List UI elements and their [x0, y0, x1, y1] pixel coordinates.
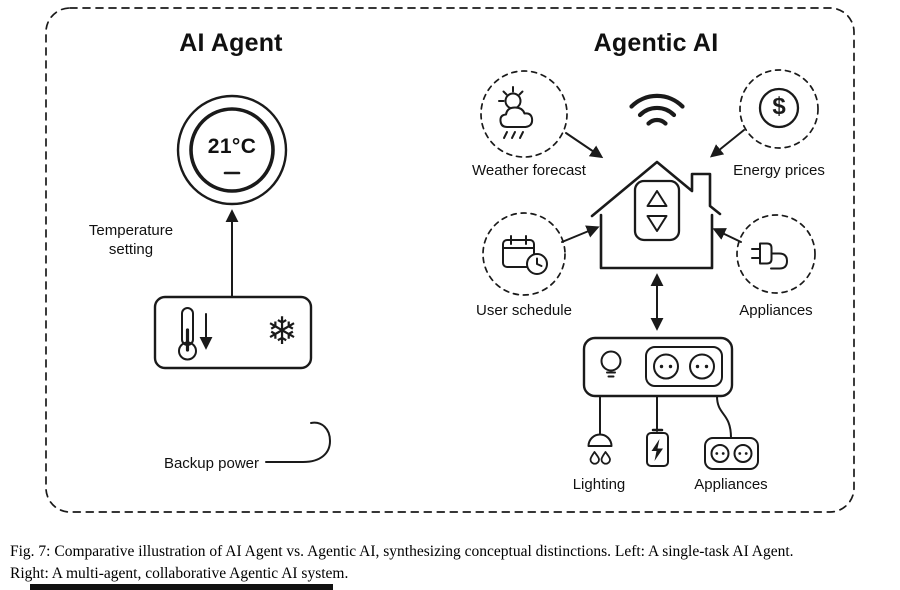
up-triangle-icon	[646, 190, 668, 207]
thermometer-icon	[178, 307, 213, 361]
down-triangle-icon	[646, 215, 668, 232]
appliances-agent-circle	[736, 214, 816, 294]
right-panel-title: Agentic AI	[593, 29, 719, 57]
weather-forecast-label: Weather forecast	[472, 162, 586, 179]
energy-agent-circle	[739, 69, 819, 149]
thermostat-reading: 21°C	[207, 135, 257, 158]
snowflake-icon: ❄	[266, 311, 298, 353]
house-body	[599, 213, 714, 270]
backup-power-cable	[265, 421, 331, 463]
weather-agent-circle	[480, 70, 568, 158]
appliances-label: Appliances	[739, 302, 813, 319]
weather-to-house-arrow	[565, 132, 604, 159]
house-thermostat-panel	[633, 179, 681, 242]
lighting-label: Lighting	[572, 476, 626, 493]
cropped-text-line	[30, 584, 333, 590]
house-roof	[590, 160, 722, 218]
wifi-icon	[629, 93, 685, 126]
strip-outlets-icon	[645, 346, 723, 387]
outlet-box-icon	[704, 437, 759, 470]
appliances-bottom-label: Appliances	[694, 476, 768, 493]
smart-house-icon	[590, 160, 722, 270]
dollar-coin-icon	[758, 87, 800, 129]
schedule-agent-circle	[482, 212, 566, 296]
weather-sun-rain-icon	[498, 86, 534, 139]
diagram-canvas	[45, 7, 855, 513]
lightbulb-icon	[600, 350, 622, 378]
energy-prices-label: Energy prices	[733, 162, 825, 179]
controller-box	[153, 295, 313, 370]
appliances-to-house-arrow	[712, 228, 742, 243]
lamp-icon	[587, 433, 613, 465]
figure-caption-line2: Right: A multi-agent, collaborative Agen…	[10, 565, 349, 583]
strip-to-outlet-line	[716, 395, 732, 439]
backup-power-label: Backup power	[163, 455, 259, 472]
schedule-to-house-arrow	[561, 225, 600, 243]
plug-cord-icon	[751, 242, 788, 270]
calendar-clock-icon	[502, 235, 548, 275]
user-schedule-label: User schedule	[476, 302, 572, 319]
energy-to-house-arrow	[709, 129, 745, 158]
dollar-icon: $	[772, 93, 786, 120]
left-panel-title: AI Agent	[179, 29, 283, 57]
figure-caption-line1: Fig. 7: Comparative illustration of AI A…	[10, 543, 794, 560]
battery-bolt-icon	[646, 428, 669, 467]
figure-caption: Fig. 7: Comparative illustration of AI A…	[10, 541, 894, 586]
temperature-setting-label: Temperature setting	[88, 222, 174, 258]
thermostat-dial-icon	[176, 94, 288, 206]
dashed-frame	[45, 7, 855, 513]
